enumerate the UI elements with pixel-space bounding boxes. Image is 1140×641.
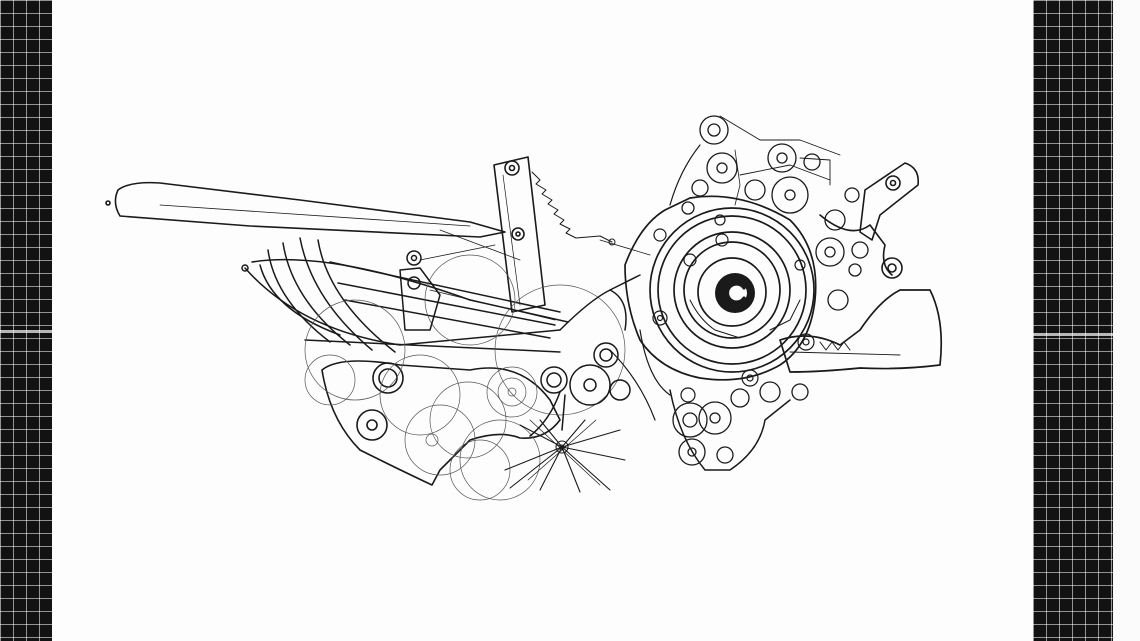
mat-seam (1033, 333, 1113, 336)
construction-circles (304, 254, 626, 501)
tail-ribs (241, 237, 569, 353)
central-joints (399, 250, 641, 437)
left-cutting-mat-strip (0, 0, 52, 641)
crest-arm (819, 162, 920, 279)
ring-bolts (652, 214, 815, 403)
eye-icon (715, 273, 755, 313)
head-housing (624, 195, 817, 381)
spring (531, 171, 616, 246)
right-paper-margin (1113, 0, 1140, 641)
connecting-rods (419, 229, 651, 321)
lower-body (321, 360, 561, 486)
vertical-arm (493, 156, 546, 313)
crest-gears (669, 115, 869, 311)
beak-blade (105, 181, 506, 238)
neck-gears (609, 329, 809, 471)
starburst-foot (504, 419, 626, 493)
mat-seam (0, 330, 52, 333)
lower-jaw (779, 289, 943, 373)
paper-sheet (52, 0, 1033, 641)
right-cutting-mat-strip (1033, 0, 1113, 641)
